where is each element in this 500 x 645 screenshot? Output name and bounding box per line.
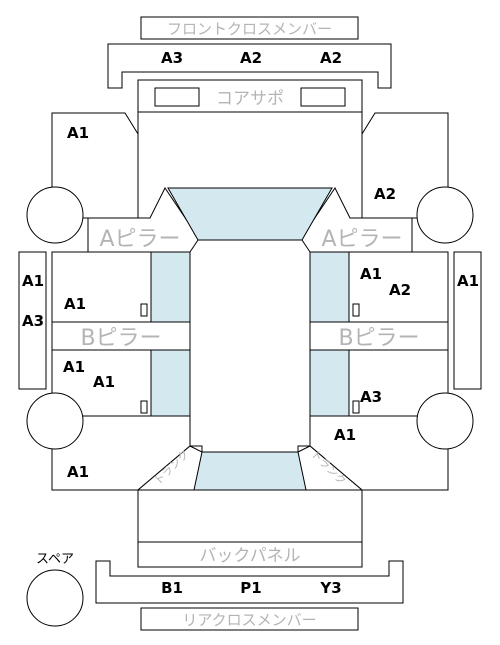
grade-side-sill-left-bottom: A3 bbox=[22, 312, 44, 330]
door-handle-rear-right bbox=[352, 400, 360, 414]
core-support-label: コアサポ bbox=[216, 89, 284, 109]
side-sill-left bbox=[18, 251, 47, 390]
headlight-right bbox=[300, 87, 346, 107]
grade-rear-cross-left: B1 bbox=[161, 579, 183, 597]
grade-front-cross-center: A2 bbox=[240, 49, 262, 67]
rear-cross-member-box bbox=[140, 607, 359, 631]
front-window-right bbox=[309, 251, 350, 323]
b-pillar-left bbox=[51, 321, 191, 351]
grade-quarter-right: A1 bbox=[334, 426, 356, 444]
wheel-rear-left bbox=[26, 392, 84, 450]
grade-front-door-right-b: A2 bbox=[389, 281, 411, 299]
grade-rear-door-left-a: A1 bbox=[63, 358, 85, 376]
spare-tire bbox=[26, 569, 84, 627]
back-panel bbox=[137, 541, 363, 568]
rear-bumper-frame bbox=[95, 560, 404, 604]
b-pillar-left-label: Bピラー bbox=[80, 326, 161, 351]
rear-window bbox=[189, 451, 311, 491]
front-window-left bbox=[150, 251, 191, 323]
rear-cross-member-label: リアクロスメンバー bbox=[182, 611, 316, 629]
front-cross-member-box bbox=[140, 16, 359, 40]
grade-rear-door-right: A3 bbox=[360, 388, 382, 406]
door-handle-front-left bbox=[140, 303, 148, 317]
grade-rear-cross-center: P1 bbox=[240, 579, 261, 597]
front-cross-member-label: フロントクロスメンバー bbox=[167, 20, 332, 38]
b-pillar-right-label: Bピラー bbox=[338, 326, 419, 351]
roof-panel bbox=[189, 239, 311, 453]
a-pillar-left-label: Aピラー bbox=[99, 227, 180, 252]
rear-window-right bbox=[309, 349, 350, 417]
grade-rear-door-left-b: A1 bbox=[93, 373, 115, 391]
b-pillar-right bbox=[309, 321, 449, 351]
side-sill-right bbox=[453, 251, 482, 390]
grade-front-cross-right: A2 bbox=[320, 49, 342, 67]
grade-rear-cross-right: Y3 bbox=[319, 579, 341, 597]
headlight-left bbox=[154, 87, 200, 107]
grade-front-door-left: A1 bbox=[64, 295, 86, 313]
rear-window-left bbox=[150, 349, 191, 417]
grade-front-fender-left: A1 bbox=[67, 124, 89, 142]
door-handle-rear-left bbox=[140, 400, 148, 414]
wheel-front-right bbox=[416, 186, 474, 244]
spare-label: スペア bbox=[36, 552, 74, 567]
grade-front-cross-left: A3 bbox=[161, 49, 183, 67]
wheel-rear-right bbox=[416, 392, 474, 450]
grade-quarter-left: A1 bbox=[67, 463, 89, 481]
front-bumper-frame bbox=[107, 43, 392, 89]
grade-front-door-right-a: A1 bbox=[360, 265, 382, 283]
a-pillar-right-label: Aピラー bbox=[321, 227, 402, 252]
grade-side-sill-right: A1 bbox=[457, 272, 479, 290]
trunk-lid bbox=[137, 489, 363, 543]
door-handle-front-right bbox=[352, 303, 360, 317]
grade-front-fender-right: A2 bbox=[374, 185, 396, 203]
grade-side-sill-left-top: A1 bbox=[22, 272, 44, 290]
back-panel-label: バックパネル bbox=[199, 546, 300, 566]
wheel-front-left bbox=[26, 186, 84, 244]
